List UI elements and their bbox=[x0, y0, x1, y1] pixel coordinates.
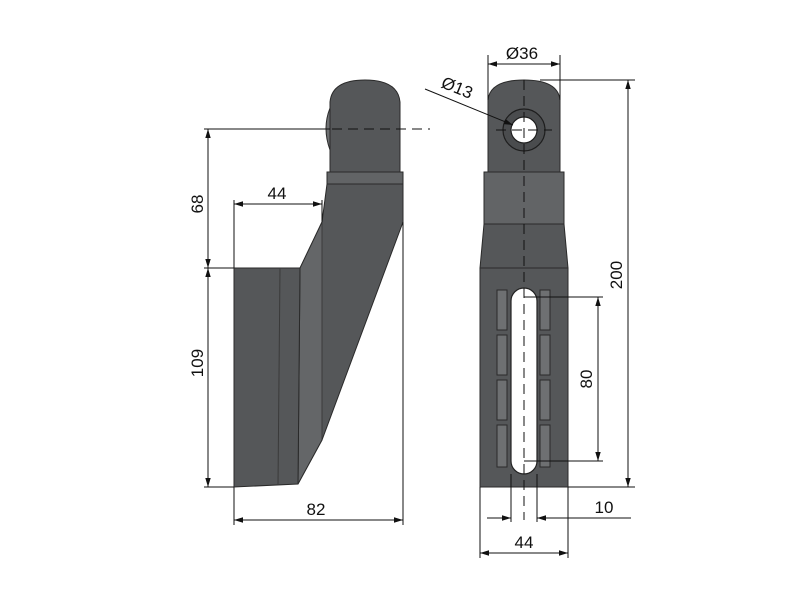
dim-80: 80 bbox=[577, 370, 596, 389]
side-neck bbox=[326, 171, 404, 185]
dim-44-bottom: 44 bbox=[515, 533, 534, 552]
side-plate bbox=[233, 267, 301, 488]
dim-dia-36: Ø36 bbox=[506, 44, 538, 63]
side-arm-face bbox=[297, 221, 323, 485]
front-ribs bbox=[496, 289, 551, 468]
dimensions: 68 109 44 82 Ø36 Ø13 200 80 10 bbox=[188, 44, 635, 558]
dim-68: 68 bbox=[188, 195, 207, 214]
dim-44-top: 44 bbox=[268, 184, 287, 203]
dim-109: 109 bbox=[188, 349, 207, 377]
dim-dia-13: Ø13 bbox=[439, 73, 476, 103]
front-slot bbox=[510, 287, 538, 475]
dim-82: 82 bbox=[307, 500, 326, 519]
dim-200: 200 bbox=[607, 261, 626, 289]
side-view bbox=[233, 79, 404, 488]
dim-10: 10 bbox=[595, 498, 614, 517]
side-knuckle bbox=[329, 79, 401, 173]
